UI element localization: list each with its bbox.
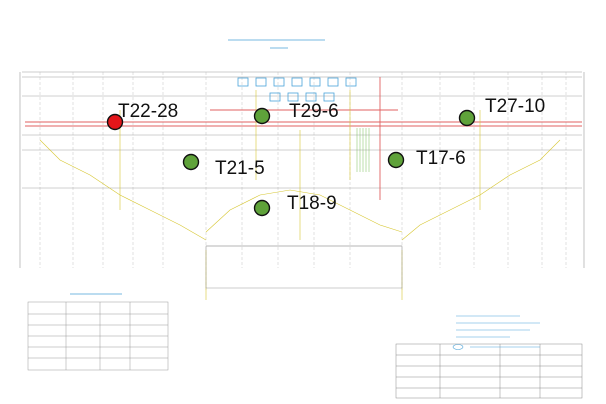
drawing-frame	[19, 71, 585, 268]
sensor-label: T29-6	[289, 101, 339, 122]
circle-marker-icon[interactable]	[182, 153, 200, 171]
sensor-label: T17-6	[416, 148, 466, 169]
title-block	[395, 343, 583, 399]
circle-marker-icon[interactable]	[253, 107, 271, 125]
sensor-label: T18-9	[287, 193, 337, 214]
hatch-block	[356, 128, 370, 172]
sensor-label: T22-28	[118, 101, 178, 122]
circle-marker-icon[interactable]	[458, 109, 476, 127]
notes-block	[456, 315, 540, 338]
sensor-label: T21-5	[215, 158, 265, 179]
circle-marker-icon[interactable]	[387, 151, 405, 169]
sensor-marker-t17-6[interactable]: T17-6	[387, 148, 466, 169]
sensor-marker-t18-9[interactable]: T18-9	[253, 193, 337, 217]
sensor-marker-t29-6[interactable]: T29-6	[253, 101, 339, 125]
lower-outline	[205, 245, 403, 289]
sensor-label: T27-10	[485, 96, 545, 117]
sensor-marker-t22-28[interactable]: T22-28	[106, 101, 179, 131]
drawing-title	[228, 39, 325, 49]
sensor-marker-t21-5[interactable]: T21-5	[182, 153, 265, 180]
circle-marker-icon[interactable]	[106, 113, 124, 131]
equipment-blocks	[237, 77, 357, 102]
cad-background	[19, 39, 585, 399]
legend-table	[27, 301, 169, 371]
circle-marker-icon[interactable]	[253, 199, 271, 217]
title-block-logo	[452, 344, 540, 350]
sensor-marker-t27-10[interactable]: T27-10	[458, 96, 546, 127]
